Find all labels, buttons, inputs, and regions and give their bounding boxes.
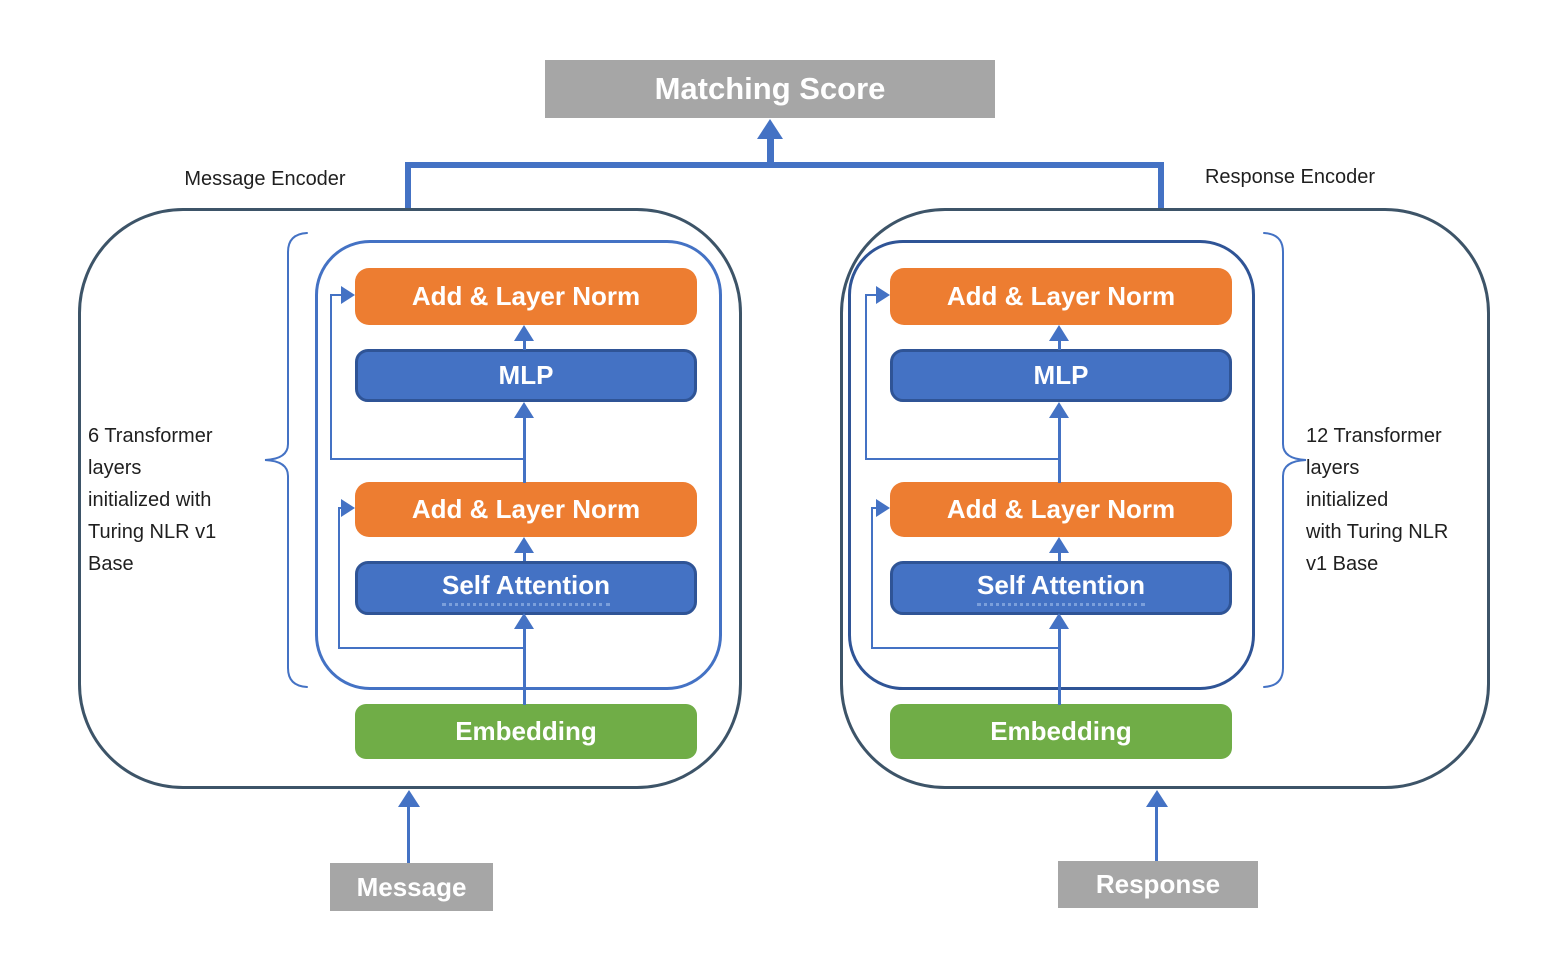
left-arrow-attn-to-norm-stem xyxy=(523,551,526,561)
left-arrow-mlp-to-norm-stem xyxy=(523,339,526,350)
left-add-layer-norm-bottom-label: Add & Layer Norm xyxy=(411,494,641,524)
left-self-attention-label: Self Attention xyxy=(441,570,611,606)
left-embedding-label: Embedding xyxy=(455,716,597,746)
message-encoder-container xyxy=(78,208,742,789)
right-add-layer-norm-top-label: Add & Layer Norm xyxy=(946,281,1176,311)
left-add-layer-norm-bottom: Add & Layer Norm xyxy=(355,482,697,537)
right-arrow-mlp-to-norm-head-icon xyxy=(1049,325,1069,341)
left-arrow-into-attn-stem xyxy=(523,627,526,705)
left-arrow-into-mlp-head-icon xyxy=(514,402,534,418)
score-arrowhead-icon xyxy=(757,119,783,139)
left-mlp-label: MLP xyxy=(498,360,554,390)
left-arrow-into-mlp-stem xyxy=(523,416,526,483)
right-transformer-note: 12 Transformer layers initialized with T… xyxy=(1306,425,1449,575)
right-arrow-into-attn-head-icon xyxy=(1049,613,1069,629)
left-brace-icon xyxy=(264,232,308,688)
left-residual1-vertical xyxy=(330,295,332,459)
left-residual1-arrowhead-icon xyxy=(341,286,355,304)
left-add-layer-norm-top-label: Add & Layer Norm xyxy=(411,281,641,311)
message-encoder-label: Message Encoder xyxy=(184,168,346,190)
left-residual2-horizontal xyxy=(338,647,525,649)
right-arrow-into-mlp-stem xyxy=(1058,416,1061,483)
left-arrow-attn-to-norm-head-icon xyxy=(514,537,534,553)
right-residual2-arrowhead-icon xyxy=(876,499,890,517)
message-transformer-layer-container xyxy=(315,240,722,690)
right-residual1-stub xyxy=(865,294,879,296)
right-add-layer-norm-bottom: Add & Layer Norm xyxy=(890,482,1232,537)
matching-score-box: Matching Score xyxy=(545,60,995,118)
response-arrow-stem xyxy=(1155,805,1158,862)
right-residual2-horizontal xyxy=(871,647,1060,649)
left-self-attention-box: Self Attention xyxy=(355,561,697,615)
right-add-layer-norm-bottom-label: Add & Layer Norm xyxy=(946,494,1176,524)
response-input-label: Response xyxy=(1095,869,1221,899)
right-add-layer-norm-top: Add & Layer Norm xyxy=(890,268,1232,325)
right-mlp-box: MLP xyxy=(890,349,1232,402)
left-residual2-arrowhead-icon xyxy=(341,499,355,517)
message-arrowhead-icon xyxy=(398,790,420,807)
left-mlp-box: MLP xyxy=(355,349,697,402)
right-brace-icon xyxy=(1263,232,1307,688)
top-bracket-left-drop xyxy=(405,162,411,210)
right-residual1-horizontal xyxy=(865,458,1060,460)
right-self-attention-box: Self Attention xyxy=(890,561,1232,615)
left-residual1-stub xyxy=(330,294,344,296)
message-arrow-stem xyxy=(407,805,410,863)
left-residual1-horizontal xyxy=(330,458,525,460)
right-residual2-vertical xyxy=(871,508,873,648)
left-add-layer-norm-top: Add & Layer Norm xyxy=(355,268,697,325)
response-encoder-label: Response Encoder xyxy=(1204,166,1376,188)
score-arrow-stem xyxy=(767,137,774,165)
right-self-attention-label: Self Attention xyxy=(976,570,1146,606)
right-arrow-attn-to-norm-stem xyxy=(1058,551,1061,561)
left-residual2-vertical xyxy=(338,508,340,648)
top-bracket-right-drop xyxy=(1158,162,1164,210)
left-arrow-into-attn-head-icon xyxy=(514,613,534,629)
right-arrow-into-attn-stem xyxy=(1058,627,1061,705)
matching-score-label: Matching Score xyxy=(654,71,886,106)
right-arrow-mlp-to-norm-stem xyxy=(1058,339,1061,350)
right-residual2-stub xyxy=(871,507,879,509)
top-bracket-bar xyxy=(405,162,1164,168)
right-residual1-arrowhead-icon xyxy=(876,286,890,304)
right-embedding-box: Embedding xyxy=(890,704,1232,759)
right-mlp-label: MLP xyxy=(1033,360,1089,390)
right-residual1-vertical xyxy=(865,295,867,459)
left-transformer-note: 6 Transformer layers initialized with Tu… xyxy=(88,425,217,575)
message-input-box: Message xyxy=(330,863,493,911)
left-embedding-box: Embedding xyxy=(355,704,697,759)
message-input-label: Message xyxy=(356,871,467,902)
response-encoder-container xyxy=(840,208,1490,789)
response-input-box: Response xyxy=(1058,861,1258,908)
left-arrow-mlp-to-norm-head-icon xyxy=(514,325,534,341)
response-arrowhead-icon xyxy=(1146,790,1168,807)
right-arrow-into-mlp-head-icon xyxy=(1049,402,1069,418)
right-embedding-label: Embedding xyxy=(990,716,1132,746)
response-transformer-layer-container xyxy=(848,240,1255,690)
right-arrow-attn-to-norm-head-icon xyxy=(1049,537,1069,553)
